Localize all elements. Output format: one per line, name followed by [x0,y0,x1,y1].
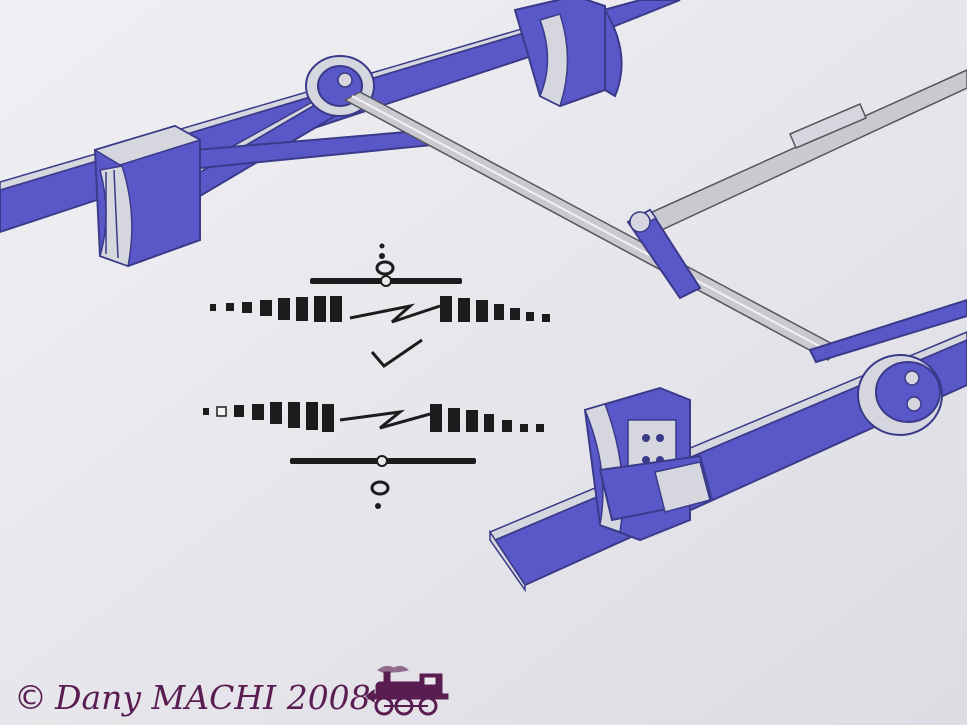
right-axle-guard [583,386,714,542]
right-pivot-link [857,354,943,436]
left-axle-guard [93,124,202,268]
lever-arm [626,208,702,300]
watermark-text: Dany MACHI 2008 [55,678,371,717]
etched-parts-lower [203,402,544,509]
left-diagonal-member [188,89,434,198]
top-axle-guard [513,0,623,108]
etched-parts-upper [210,243,550,368]
copyright-symbol: © [14,678,47,717]
steam-locomotive-icon [365,665,449,716]
left-pivot-link [305,55,375,117]
copyright-watermark: ©Dany MACHI 2008 [14,676,371,720]
